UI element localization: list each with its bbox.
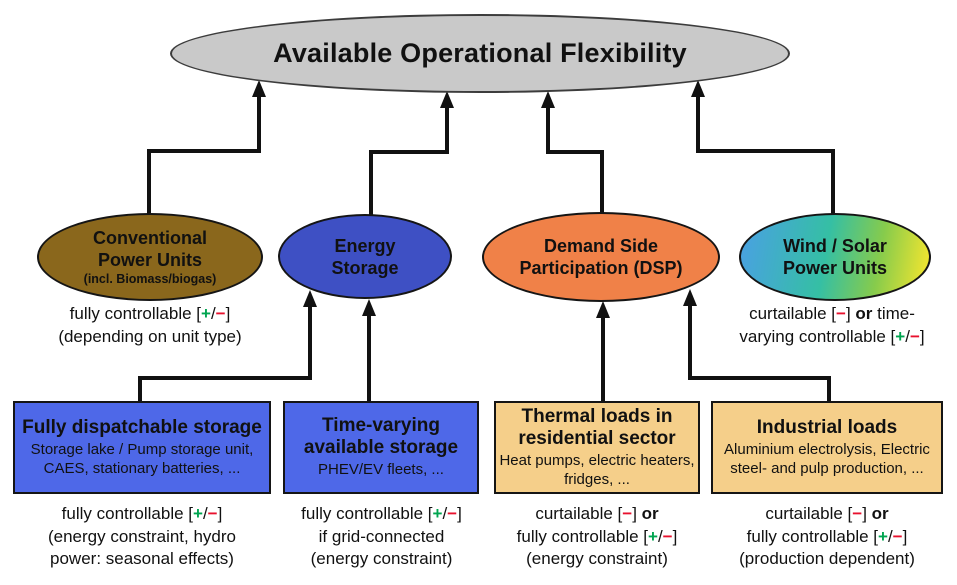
ellipse-conventional-power-units: Conventional Power Units (incl. Biomass/… [37, 213, 263, 301]
box-title: Thermal loads in residential sector [518, 406, 676, 449]
box-subtitle: Storage lake / Pump storage unit, CAES, … [30, 441, 254, 477]
ellipse-title-line: Energy [334, 235, 396, 256]
arrow-wind-solar-to-root [691, 80, 835, 215]
arrow-thermal-loads-to-dsp [596, 301, 610, 403]
box-industrial-loads: Industrial loads Aluminium electrolysis,… [711, 401, 943, 494]
annotation-time-varying: fully controllable [+/−]if grid-connecte… [301, 504, 462, 568]
box-subtitle: Heat pumps, electric heaters, fridges, .… [499, 452, 695, 488]
ellipse-title-line: Power Units [97, 250, 203, 270]
box-thermal-loads-residential: Thermal loads in residential sector Heat… [494, 401, 700, 494]
box-title: Industrial loads [756, 417, 898, 438]
box-subtitle: PHEV/EV fleets, ... [318, 461, 444, 479]
ellipse-subtitle: (incl. Biomass/biogas) [83, 272, 217, 286]
ellipse-wind-solar-power-units: Wind / Solar Power Units [739, 213, 931, 301]
annotation-wind-solar: curtailable [−] or time-varying controll… [739, 304, 925, 346]
annotation-fully-dispatchable: fully controllable [+/−](energy constrai… [47, 504, 237, 568]
root-title: Available Operational Flexibility [273, 38, 687, 68]
box-fully-dispatchable-storage: Fully dispatchable storage Storage lake … [13, 401, 271, 494]
ellipse-title-line: Conventional [92, 228, 207, 248]
arrow-time-varying-to-energy-storage [362, 299, 376, 403]
ellipse-title-line: Power Units [782, 258, 888, 278]
ellipse-energy-storage: Energy Storage [278, 214, 452, 299]
box-title: Fully dispatchable storage [22, 417, 262, 438]
box-subtitle: Aluminium electrolysis, Electric steel- … [724, 441, 930, 477]
ellipse-title-line: Demand Side [543, 236, 659, 256]
arrow-energy-storage-to-root [369, 91, 454, 216]
box-time-varying-available-storage: Time-varying available storage PHEV/EV f… [283, 401, 479, 494]
annotation-conventional: fully controllable [+/−](depending on un… [58, 304, 242, 346]
arrow-conventional-to-root [147, 80, 266, 215]
ellipse-title-line: Wind / Solar [783, 236, 887, 256]
ellipse-title-line: Storage [331, 257, 399, 278]
arrow-dsp-to-root [541, 91, 604, 214]
root-ellipse-available-operational-flexibility: Available Operational Flexibility [170, 14, 790, 93]
box-title: Time-varying available storage [303, 415, 459, 459]
ellipse-title-line: Participation (DSP) [519, 258, 683, 278]
ellipse-demand-side-participation: Demand Side Participation (DSP) [482, 212, 720, 302]
